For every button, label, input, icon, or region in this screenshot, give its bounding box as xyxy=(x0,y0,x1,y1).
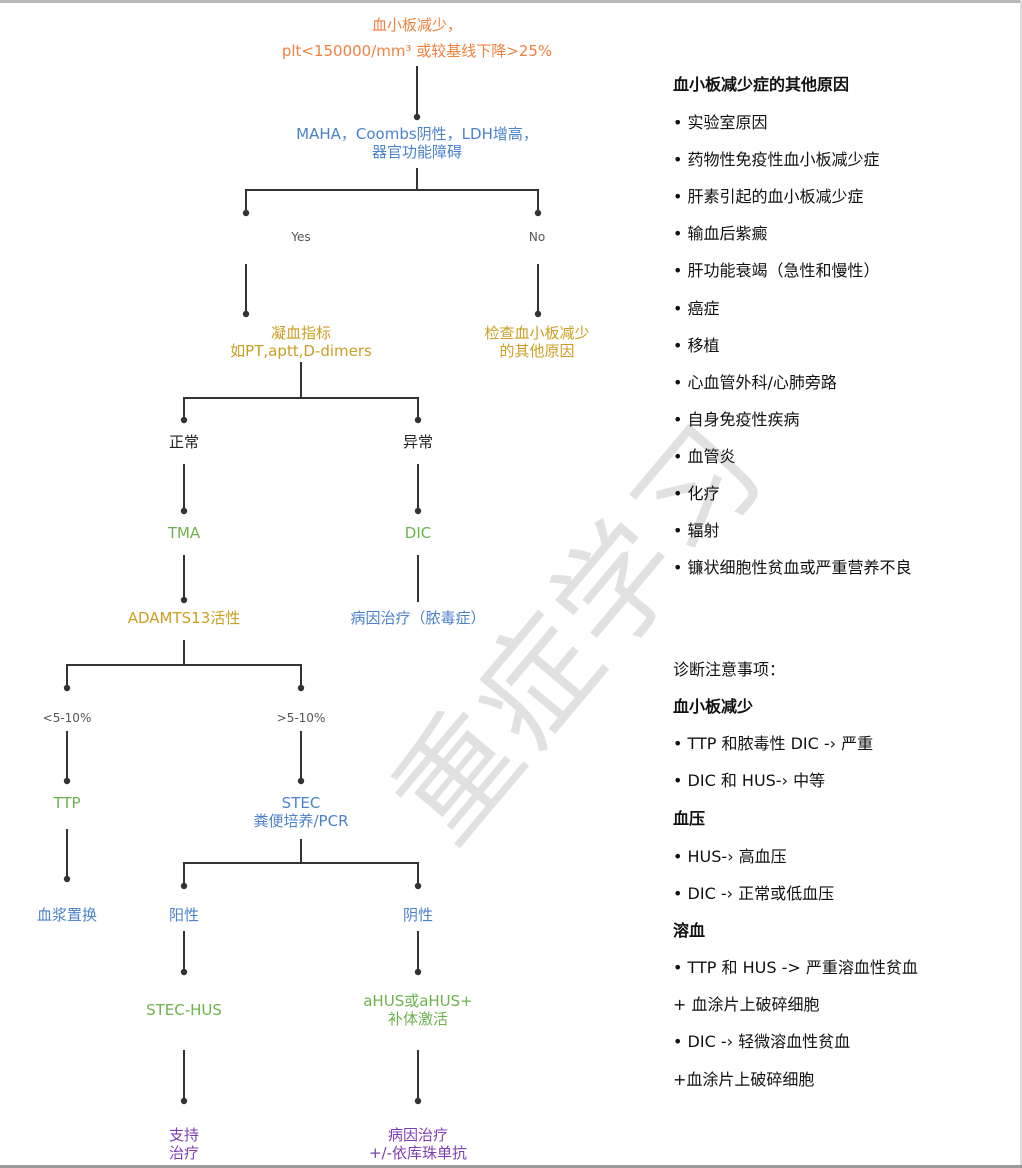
notes-heading: 血压 xyxy=(673,809,706,828)
label-abnormal: 异常 xyxy=(402,433,434,451)
cause-item: • 药物性免疫性血小板减少症 xyxy=(673,150,880,169)
bottom-border xyxy=(0,1165,1022,1168)
node-line: 支持 xyxy=(168,1126,200,1144)
node-stec: STEC 粪便培养/PCR xyxy=(254,794,349,830)
right-border xyxy=(1020,0,1022,1168)
node-etiologic-treatment: 病因治疗 +/-依库珠单抗 xyxy=(369,1126,467,1162)
node-ttp: TTP xyxy=(53,794,81,812)
note-line: • TTP 和 HUS -> 严重溶血性贫血 xyxy=(673,958,918,977)
branch-high xyxy=(184,664,305,692)
node-line: 的其他原因 xyxy=(499,342,575,360)
node-supportive-care: 支持 治疗 xyxy=(169,1126,199,1162)
notes-heading: 溶血 xyxy=(673,921,706,940)
cause-item: • 化疗 xyxy=(673,484,720,503)
node-line: MAHA，Coombs阴性，LDH增高， xyxy=(296,125,538,143)
node-line: 病因治疗 xyxy=(387,1126,449,1144)
label-yes: Yes xyxy=(291,230,311,244)
branch-no xyxy=(417,189,542,217)
node-coagulation: 凝血指标 如PT,aptt,D-dimers xyxy=(230,324,372,360)
node-line: plt<150000/mm³ 或较基线下降>25% xyxy=(281,42,553,60)
notes-title: 诊断注意事项： xyxy=(673,660,786,679)
node-line: +/-依库珠单抗 xyxy=(368,1144,468,1162)
cause-item: • 移植 xyxy=(673,336,720,355)
cause-item: • 实验室原因 xyxy=(673,113,768,132)
node-line: 粪便培养/PCR xyxy=(253,812,349,830)
cause-item: • 心血管外科/心肺旁路 xyxy=(673,373,837,392)
node-line: 如PT,aptt,D-dimers xyxy=(230,342,372,360)
label-normal: 正常 xyxy=(168,433,200,451)
node-positive: 阳性 xyxy=(168,906,200,924)
node-dic-treatment: 病因治疗（脓毒症） xyxy=(350,609,486,627)
note-line: + 血涂片上破碎细胞 xyxy=(673,995,820,1014)
cause-item: • 自身免疫性疾病 xyxy=(673,410,800,429)
node-line: 检查血小板减少 xyxy=(484,324,590,342)
branch-negative xyxy=(301,862,422,890)
label-no: No xyxy=(528,230,546,244)
node-line: aHUS或aHUS+ xyxy=(363,992,473,1010)
flowchart-connectors xyxy=(63,66,542,1105)
cause-item: • 辐射 xyxy=(673,521,720,540)
note-line: • DIC 和 HUS-› 中等 xyxy=(673,771,826,790)
node-line: 器官功能障碍 xyxy=(371,143,462,161)
node-maha-criteria: MAHA，Coombs阴性，LDH增高， 器官功能障碍 xyxy=(296,125,538,161)
cause-item: • 癌症 xyxy=(673,299,720,318)
top-border xyxy=(0,0,1022,3)
note-line: • HUS-› 高血压 xyxy=(673,847,787,866)
node-ahus: aHUS或aHUS+ 补体激活 xyxy=(363,992,473,1028)
notes-heading: 血小板减少 xyxy=(673,697,754,716)
cause-item: • 输血后紫癜 xyxy=(673,224,768,243)
node-other-causes: 检查血小板减少 的其他原因 xyxy=(484,324,589,360)
node-dic: DIC xyxy=(404,524,432,542)
branch-normal xyxy=(180,362,302,424)
note-line: • DIC -› 轻微溶血性贫血 xyxy=(673,1032,851,1051)
label-high-activity: >5-10% xyxy=(276,711,326,725)
node-line: 凝血指标 xyxy=(270,324,332,342)
label-low-activity: <5-10% xyxy=(42,711,92,725)
cause-item: • 肝功能衰竭（急性和慢性） xyxy=(673,261,880,280)
cause-item: • 肝素引起的血小板减少症 xyxy=(673,187,864,206)
node-plasma-exchange: 血浆置换 xyxy=(36,906,98,924)
note-line: • DIC -› 正常或低血压 xyxy=(673,884,835,903)
cause-item: • 血管炎 xyxy=(673,447,736,466)
note-line: +血涂片上破碎细胞 xyxy=(673,1070,815,1089)
node-tma: TMA xyxy=(167,524,201,542)
branch-abnormal xyxy=(301,397,422,424)
branch-yes-no xyxy=(242,168,418,217)
node-line: STEC xyxy=(281,794,321,812)
node-negative: 阴性 xyxy=(402,906,434,924)
cause-item: • 镰状细胞性贫血或严重营养不良 xyxy=(673,558,912,577)
branch-low xyxy=(63,640,185,692)
node-adamts13: ADAMTS13活性 xyxy=(127,609,241,627)
note-line: • TTP 和脓毒性 DIC -› 严重 xyxy=(673,734,874,753)
other-causes-title: 血小板减少症的其他原因 xyxy=(673,75,850,94)
node-thrombocytopenia: 血小板减少， plt<150000/mm³ 或较基线下降>25% xyxy=(282,12,552,64)
branch-positive xyxy=(180,839,302,890)
node-line: 血小板减少， xyxy=(371,16,462,34)
node-stec-hus: STEC-HUS xyxy=(146,1001,222,1019)
node-line: 治疗 xyxy=(168,1144,200,1162)
node-line: 补体激活 xyxy=(387,1010,449,1028)
